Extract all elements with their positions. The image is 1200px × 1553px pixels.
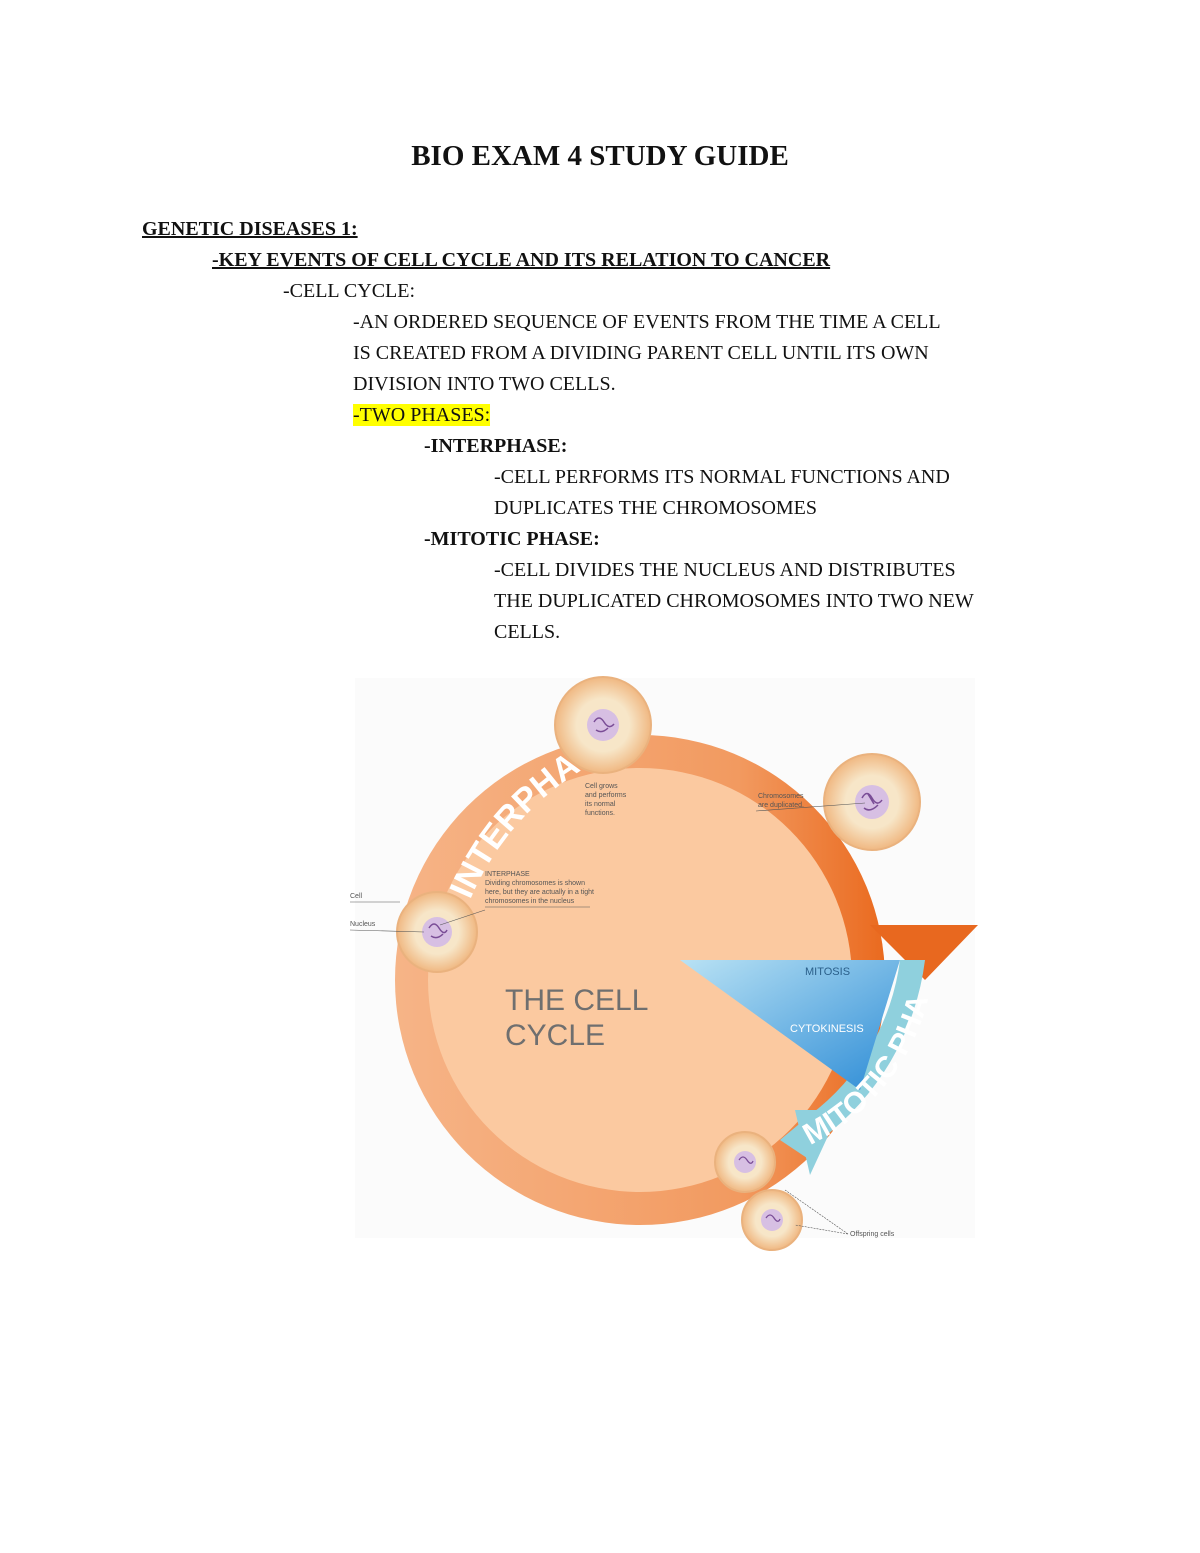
annotation-text: and performs <box>585 792 627 799</box>
annotation-text: Dividing chromosomes is shown <box>485 880 585 887</box>
cell-illustration <box>396 891 478 973</box>
annotation-text: Offspring cells <box>850 1231 895 1238</box>
annotation-text: INTERPHASE <box>485 871 530 878</box>
center-title-line2: CYCLE <box>505 1019 605 1052</box>
page-title: BIO EXAM 4 STUDY GUIDE <box>411 140 789 172</box>
cell-cycle-circle <box>428 768 852 1192</box>
mitotic-description-line: -CELL DIVIDES THE NUCLEUS AND DISTRIBUTE… <box>494 559 956 581</box>
annotation-text: Cell <box>350 893 363 900</box>
cell-illustration <box>823 753 921 851</box>
cell-cycle-label: -CELL CYCLE: <box>283 280 416 302</box>
definition-line: DIVISION INTO TWO CELLS. <box>353 373 616 395</box>
interphase-label: -INTERPHASE: <box>424 435 568 457</box>
annotation-text: here, but they are actually in a tight <box>485 889 594 896</box>
annotation-text: Cell grows <box>585 783 618 790</box>
cell-cycle-svg: MITOSIS CYTOKINESIS INTERPHASE MITOTIC P… <box>340 670 978 1251</box>
center-title-line1: THE CELL <box>505 984 648 1017</box>
cell-illustration <box>554 676 652 774</box>
offspring-cell <box>741 1189 803 1251</box>
definition-line: IS CREATED FROM A DIVIDING PARENT CELL U… <box>353 342 929 364</box>
mitosis-wedge <box>680 960 900 1090</box>
cytokinesis-label: CYTOKINESIS <box>790 1023 864 1035</box>
mitotic-description-line: THE DUPLICATED CHROMOSOMES INTO TWO NEW <box>494 590 974 612</box>
interphase-description-line: DUPLICATES THE CHROMOSOMES <box>494 497 818 519</box>
two-phases-label: -TWO PHASES: <box>353 404 491 426</box>
cell-cycle-diagram: MITOSIS CYTOKINESIS INTERPHASE MITOTIC P… <box>340 670 980 1270</box>
mitosis-label: MITOSIS <box>805 966 850 978</box>
annotation-text: Nucleus <box>350 921 376 928</box>
mitotic-arrow-head <box>795 1110 840 1175</box>
definition-line: -AN ORDERED SEQUENCE OF EVENTS FROM THE … <box>353 311 941 333</box>
annotation-text: are duplicated. <box>758 802 804 809</box>
annotation-text: chromosomes in the nucleus <box>485 898 575 905</box>
offspring-cell <box>714 1131 776 1193</box>
interphase-description-line: -CELL PERFORMS ITS NORMAL FUNCTIONS AND <box>494 466 950 488</box>
mitotic-description-line: CELLS. <box>494 621 561 643</box>
section-heading: GENETIC DISEASES 1: <box>142 218 358 240</box>
annotation-text: functions. <box>585 810 615 817</box>
annotation-text: its normal <box>585 801 616 808</box>
subheading: -KEY EVENTS OF CELL CYCLE AND ITS RELATI… <box>212 249 831 271</box>
mitotic-phase-label: -MITOTIC PHASE: <box>424 528 600 550</box>
mitotic-phase-arrow <box>780 960 925 1160</box>
annotations: Cell grows and performs its normal funct… <box>349 783 895 1238</box>
annotation-text: Chromosomes <box>758 793 804 800</box>
interphase-arrow-head <box>870 925 978 980</box>
